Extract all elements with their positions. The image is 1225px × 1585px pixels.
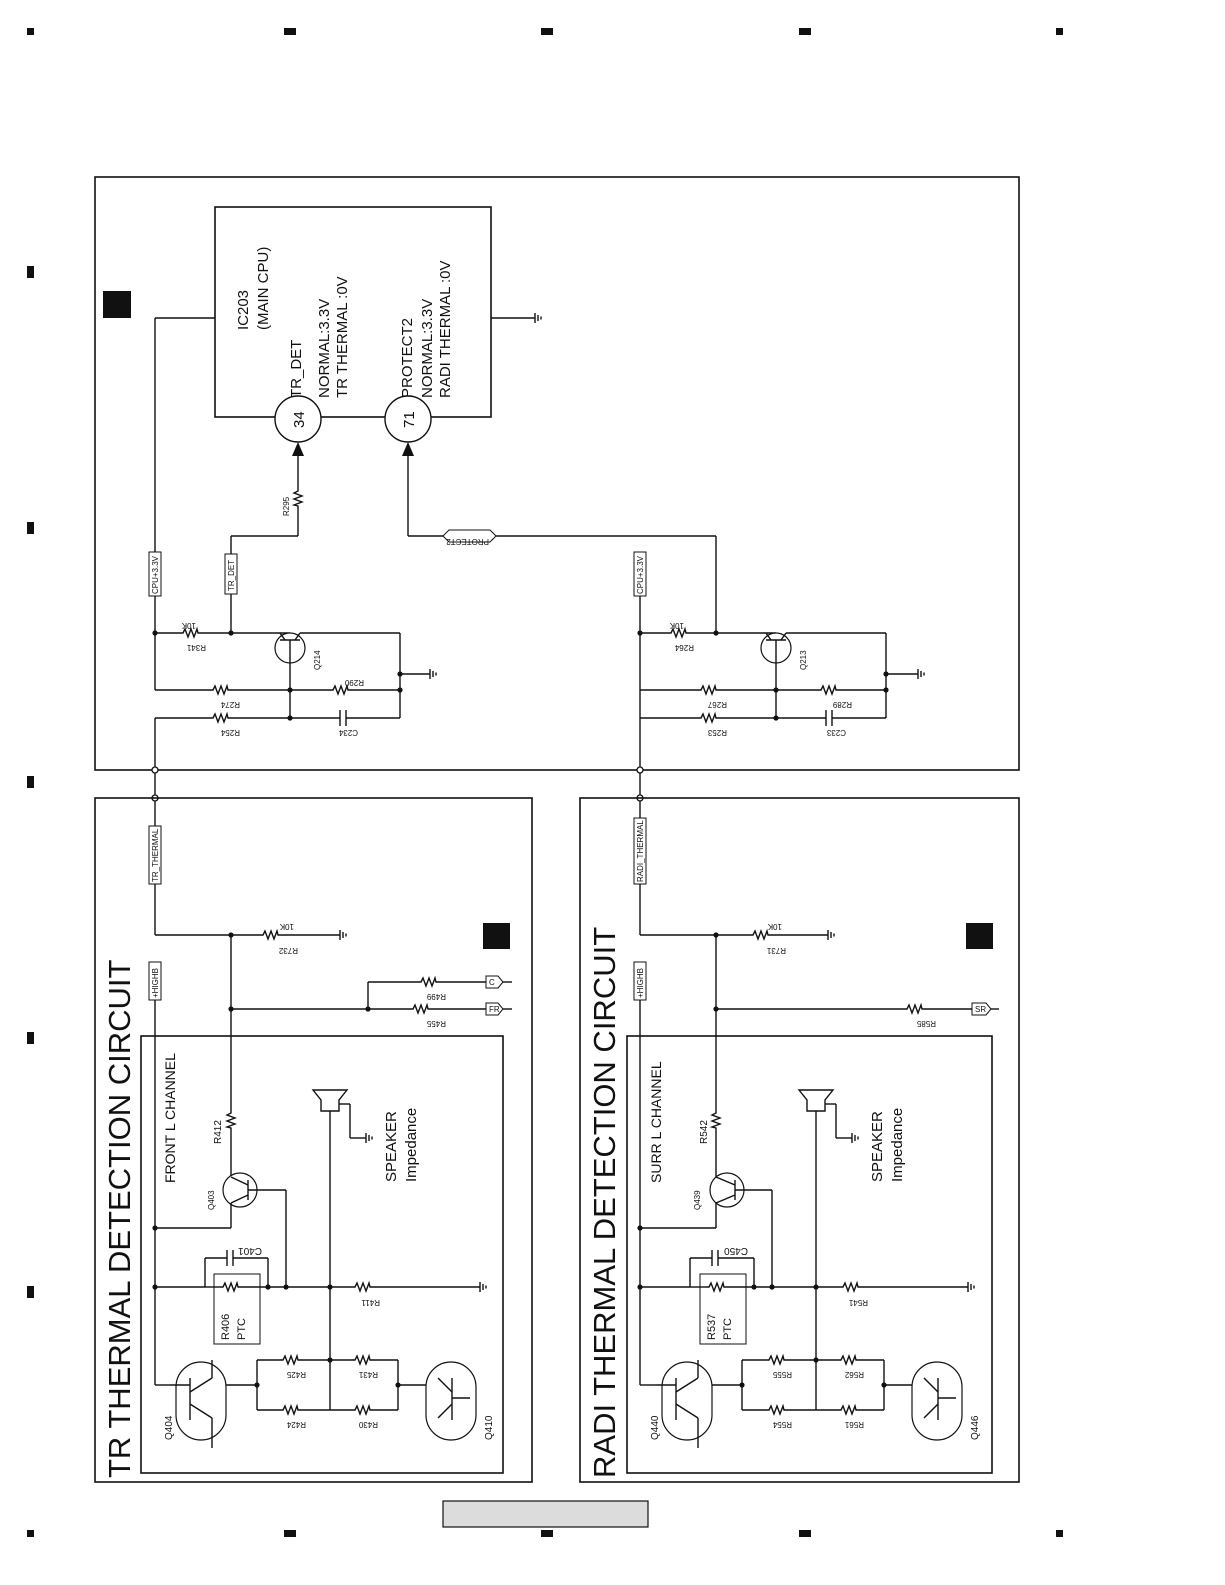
radi-thermal-section: RADI THERMAL DETECTION CIRCUIT RADI_THER… — [579, 797, 1020, 1483]
front-l-channel-box — [140, 1035, 504, 1474]
r412-label: R412 — [213, 1120, 224, 1144]
radi-section-title: RADI THERMAL DETECTION CIRCUIT — [587, 927, 622, 1478]
q440-symbol — [661, 1361, 713, 1441]
q410-symbol — [425, 1361, 477, 1441]
net-cpu3v3-top: CPU+3.3V — [151, 555, 160, 594]
r254-label: R254 — [220, 728, 240, 737]
r561-label: R561 — [844, 1420, 864, 1429]
pin71-thermal: RADI THERMAL :0V — [437, 260, 454, 398]
r341-label: R341 — [186, 643, 206, 652]
r406-label: R406 — [220, 1314, 232, 1340]
r253-label: R253 — [707, 728, 727, 737]
net-radi-thermal: RADI_THERMAL — [636, 820, 645, 882]
c450-label: C450 — [724, 1245, 748, 1256]
pin34-normal: NORMAL:3.3V — [316, 299, 333, 398]
surr-l-channel-label: SURR L CHANNEL — [648, 1061, 664, 1183]
q403-label: Q403 — [207, 1190, 216, 1210]
ic203-box — [214, 206, 492, 418]
r430-label: R430 — [358, 1420, 378, 1429]
r289-label: R289 — [832, 700, 852, 709]
r554-label: R554 — [772, 1420, 792, 1429]
q440-label: Q440 — [650, 1415, 661, 1440]
r537-label: R537 — [706, 1314, 718, 1340]
speaker-label: SPEAKER — [383, 1111, 400, 1182]
pin71-number: 71 — [401, 411, 418, 428]
q439-label: Q439 — [693, 1190, 702, 1210]
speaker-icon — [311, 1089, 349, 1112]
ic203-subtitle: (MAIN CPU) — [255, 247, 272, 330]
r424-label: R424 — [286, 1420, 306, 1429]
r555-label: R555 — [772, 1370, 792, 1379]
r431-label: R431 — [358, 1370, 378, 1379]
surr-l-channel-box — [626, 1035, 993, 1474]
ic203-name: IC203 — [235, 290, 252, 330]
r341-value: 10K — [181, 621, 196, 630]
net-tr-thermal: TR_THERMAL — [151, 828, 160, 882]
pin71-name: PROTECT2 — [399, 318, 416, 398]
r290-label: R290 — [344, 678, 364, 687]
c401-label: C401 — [238, 1245, 262, 1256]
q214-label: Q214 — [313, 650, 322, 670]
registration-marks — [27, 28, 1063, 1537]
q404-label: Q404 — [164, 1415, 175, 1440]
r537-ptc-box — [699, 1273, 747, 1345]
q213-label: Q213 — [799, 650, 808, 670]
r406-ptc: PTC — [236, 1318, 248, 1340]
impedance-label-radi: Impedance — [889, 1108, 906, 1182]
section-marker-cpu — [103, 291, 131, 318]
net-protect2: PROTECT2 — [446, 537, 489, 546]
net-c: C — [489, 978, 495, 987]
r455-label: R455 — [426, 1019, 446, 1028]
tr-thermal-section: TR THERMAL DETECTION CIRCUIT TR_THERMAL … — [94, 797, 533, 1483]
net-tr-det: TR_DET — [227, 560, 236, 591]
r295-label: R295 — [282, 496, 291, 516]
r542-label: R542 — [699, 1120, 710, 1144]
front-l-channel-label: FRONT L CHANNEL — [162, 1053, 178, 1183]
r541-label: R541 — [848, 1298, 868, 1307]
c234-label: C234 — [338, 728, 358, 737]
impedance-label: Impedance — [403, 1108, 420, 1182]
pin71-normal: NORMAL:3.3V — [419, 299, 436, 398]
q446-label: Q446 — [970, 1415, 981, 1440]
r267-label: R267 — [707, 700, 727, 709]
r264-label: R264 — [674, 643, 694, 652]
speaker-label-radi: SPEAKER — [869, 1111, 886, 1182]
r537-ptc: PTC — [722, 1318, 734, 1340]
pin34-number: 34 — [291, 411, 308, 428]
r406-ptc-box — [213, 1273, 261, 1345]
r732-value: 10K — [279, 922, 294, 931]
net-highb-tr: +HIGHB — [151, 968, 160, 998]
r585-label: R585 — [916, 1019, 936, 1028]
r731-value: 10K — [767, 922, 782, 931]
r264-value: 10K — [669, 621, 684, 630]
net-cpu3v3-bottom: CPU+3.3V — [636, 555, 645, 594]
tr-section-title: TR THERMAL DETECTION CIRCUIT — [102, 960, 137, 1478]
q446-symbol — [911, 1361, 963, 1441]
page-footer-tab — [442, 1500, 649, 1528]
section-marker-radi — [966, 923, 993, 949]
r425-label: R425 — [286, 1370, 306, 1379]
r731-label: R731 — [766, 946, 786, 955]
q410-label: Q410 — [484, 1415, 495, 1440]
section-marker-tr — [483, 923, 510, 949]
net-fr: FR — [489, 1005, 500, 1014]
net-sr: SR — [975, 1005, 986, 1014]
q404-symbol — [175, 1361, 227, 1441]
net-highb-radi: +HIGHB — [636, 968, 645, 998]
r274-label: R274 — [220, 700, 240, 709]
r562-label: R562 — [844, 1370, 864, 1379]
r732-label: R732 — [278, 946, 298, 955]
pin34-name: TR_DET — [288, 340, 305, 398]
c233-label: C233 — [826, 728, 846, 737]
cpu-section: IC203 (MAIN CPU) TR_DET NORMAL:3.3V TR T… — [94, 176, 1020, 771]
r411-label: R411 — [361, 1298, 380, 1307]
pin34-thermal: TR THERMAL :0V — [334, 276, 351, 398]
r499-label: R499 — [426, 992, 446, 1001]
speaker-icon-radi — [797, 1089, 835, 1112]
